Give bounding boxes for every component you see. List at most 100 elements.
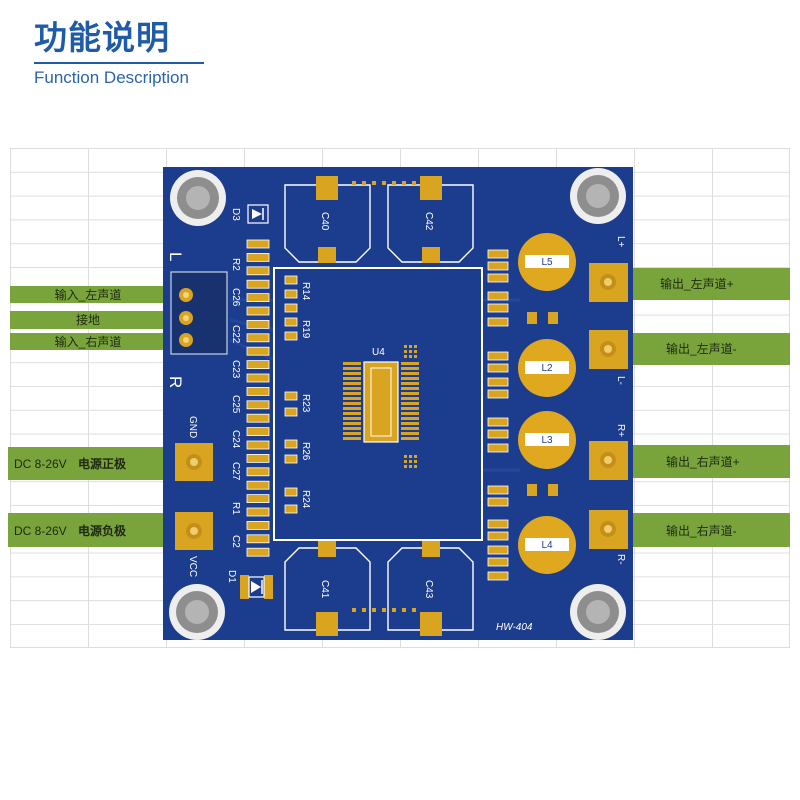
chip-pin bbox=[401, 412, 419, 415]
smd-pad bbox=[487, 317, 509, 327]
label-bar-output-right-minus bbox=[633, 513, 790, 547]
chip-pin bbox=[401, 437, 419, 440]
capacitor-c42: C42 bbox=[387, 176, 474, 263]
smd-pad bbox=[487, 545, 509, 555]
gnd-label: GND bbox=[187, 416, 198, 438]
chip-pin bbox=[343, 412, 361, 415]
smd-pad bbox=[487, 571, 509, 581]
smd-pad bbox=[246, 521, 270, 530]
silk-r26: R26 bbox=[300, 442, 311, 461]
via-dot bbox=[362, 181, 366, 185]
smd-pad bbox=[246, 427, 270, 437]
smd-pad bbox=[548, 312, 558, 324]
chip-pin bbox=[401, 422, 419, 425]
smd-pad bbox=[246, 386, 270, 396]
via-dot bbox=[409, 460, 412, 463]
smd-pad bbox=[487, 249, 509, 259]
mounting-hole-top-left bbox=[170, 170, 226, 226]
resistor-pad bbox=[284, 487, 298, 497]
smd-pad bbox=[487, 303, 509, 313]
via-dot bbox=[372, 608, 376, 612]
label-input-right: 输入_右声道 bbox=[55, 334, 122, 349]
chip-pin bbox=[401, 427, 419, 430]
via-dot bbox=[414, 350, 417, 353]
right-label-group: 输出_左声道+ 输出_左声道- 输出_右声道+ 输出_右声道- bbox=[633, 268, 790, 547]
inductor-l5: L5 bbox=[518, 233, 576, 291]
chip-u4: U4 bbox=[343, 347, 419, 443]
capacitor-c43: C43 bbox=[387, 541, 474, 636]
resistor-pad bbox=[284, 391, 298, 401]
chip-pin bbox=[343, 382, 361, 385]
smd-pad bbox=[246, 467, 270, 477]
chip-pin bbox=[401, 362, 419, 365]
resistor-pad bbox=[284, 504, 298, 514]
smd-pad bbox=[246, 400, 270, 410]
smd-pad bbox=[246, 252, 270, 262]
smd-pad bbox=[246, 266, 270, 276]
heatsink-outline bbox=[273, 267, 483, 541]
chip-pin bbox=[343, 402, 361, 405]
chip-pin bbox=[401, 382, 419, 385]
via-dot bbox=[352, 608, 356, 612]
via-dot bbox=[352, 181, 356, 185]
chip-pin bbox=[401, 367, 419, 370]
chip-pin bbox=[401, 392, 419, 395]
resistor-pad bbox=[284, 331, 298, 341]
label-power-positive-text: 电源正极 bbox=[78, 456, 127, 471]
via-dot bbox=[412, 608, 416, 612]
silk-l4: L4 bbox=[541, 540, 553, 551]
chip-pin bbox=[401, 377, 419, 380]
smd-pad bbox=[487, 557, 509, 567]
chip-pin bbox=[343, 377, 361, 380]
inductor-l3: L3 bbox=[518, 411, 576, 469]
via-dot bbox=[409, 465, 412, 468]
via-dot bbox=[404, 345, 407, 348]
smd-pad bbox=[487, 417, 509, 427]
via-dots bbox=[352, 181, 417, 612]
via-dot bbox=[409, 455, 412, 458]
chip-pin bbox=[401, 372, 419, 375]
chip-pin bbox=[343, 422, 361, 425]
smd-pad bbox=[487, 519, 509, 529]
smd-pad bbox=[246, 547, 270, 557]
terminal-label-left: L bbox=[166, 252, 185, 261]
label-bar-output-left-minus bbox=[633, 333, 790, 365]
silk-l2: L2 bbox=[541, 363, 553, 374]
chip-pin bbox=[401, 407, 419, 410]
label-power-positive: DC 8-26V 电源正极 bbox=[14, 456, 127, 471]
resistor-pad bbox=[284, 289, 298, 299]
label-bar-ground bbox=[10, 311, 163, 329]
silk-c22: C22 bbox=[230, 325, 241, 344]
chip-pin bbox=[343, 407, 361, 410]
smd-pad bbox=[246, 507, 270, 517]
left-component-labels: D3 R2 C26 C22 C23 C25 C24 C27 R1 C2 D1 bbox=[226, 208, 241, 583]
board-model: HW-404 bbox=[496, 622, 533, 633]
via-dot bbox=[402, 608, 406, 612]
silk-c27: C27 bbox=[230, 462, 241, 481]
smd-pad bbox=[527, 312, 537, 324]
silk-c26: C26 bbox=[230, 288, 241, 307]
label-ground: 接地 bbox=[76, 312, 100, 327]
silk-c24: C24 bbox=[230, 430, 241, 449]
chip-pin bbox=[343, 372, 361, 375]
via-dot bbox=[362, 608, 366, 612]
mounting-holes bbox=[169, 168, 626, 640]
chip-pin bbox=[343, 437, 361, 440]
silk-r-plus: R+ bbox=[615, 424, 626, 437]
vcc-label: VCC bbox=[187, 556, 198, 577]
via-dot bbox=[404, 350, 407, 353]
chip-pin bbox=[401, 432, 419, 435]
diode-d3 bbox=[247, 204, 269, 224]
smd-pad bbox=[246, 413, 270, 423]
label-bar-input-right bbox=[10, 333, 163, 350]
silk-r14: R14 bbox=[300, 282, 311, 301]
via-dot bbox=[404, 455, 407, 458]
chip-pin bbox=[343, 387, 361, 390]
silk-c23: C23 bbox=[230, 360, 241, 379]
label-bar-output-left-plus bbox=[633, 268, 790, 300]
chip-pin bbox=[401, 417, 419, 420]
via-dot bbox=[414, 345, 417, 348]
inductor-l2: L2 bbox=[518, 339, 576, 397]
smd-pad bbox=[487, 429, 509, 439]
